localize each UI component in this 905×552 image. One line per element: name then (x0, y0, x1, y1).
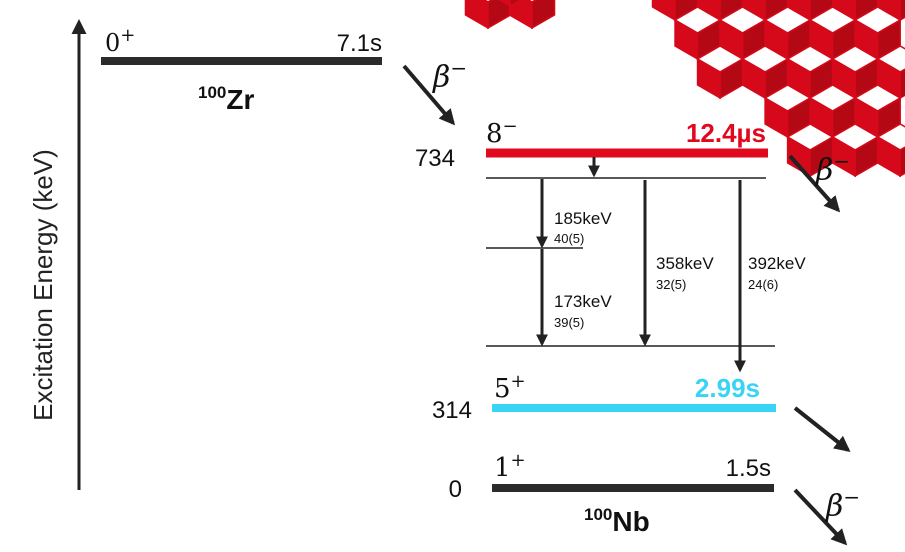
beta-sign: − (843, 485, 860, 509)
beta-label-isomer: β− (815, 149, 850, 188)
level-314-halflife: 2.99s (695, 373, 760, 403)
parent-halflife: 7.1s (337, 30, 382, 57)
beta-label-parent: β− (432, 56, 467, 95)
gamma-358-energy: 358keV (656, 254, 714, 273)
level-734-spin: 8 (486, 119, 503, 149)
parent-nucleus-label: 100Zr (198, 83, 254, 115)
level-0-parity: + (511, 450, 526, 471)
decorative-cube-pattern (464, 0, 905, 178)
beta-decay-arrow-ground (793, 488, 848, 546)
daughter-mass-number: 100 (584, 505, 612, 524)
decorative-cube-face (464, 0, 489, 30)
decorative-cube-face (899, 68, 905, 100)
gamma-185-intensity: 40(5) (554, 231, 584, 246)
parent-mass-number: 100 (198, 83, 226, 102)
beta-decay-arrow-isomer (788, 154, 841, 213)
beta-sign: − (833, 149, 850, 173)
level-314-spin: 5 (494, 374, 511, 404)
daughter-nucleus-label: 100Nb (584, 505, 650, 537)
beta-symbol: β (815, 153, 833, 188)
level-734-halflife: 12.4µs (686, 118, 766, 148)
daughter-symbol: Nb (612, 506, 649, 537)
gamma-173-energy: 173keV (554, 292, 612, 311)
decorative-cube-face (509, 0, 522, 8)
decorative-cube-face (531, 0, 556, 30)
gamma-185-energy: 185keV (554, 209, 612, 228)
level-0-spin-label: 1+ (494, 450, 526, 483)
parent-spin: 0 (105, 29, 120, 57)
level-314-energy: 314 (432, 397, 472, 424)
decorative-cube-face (651, 0, 676, 22)
gamma-358-intensity: 32(5) (656, 277, 686, 292)
gamma-173-intensity: 39(5) (554, 315, 584, 330)
decorative-cube-face (899, 0, 905, 22)
gamma-392-energy: 392keV (748, 254, 806, 273)
beta-symbol: β (432, 60, 450, 95)
axis-label: Excitation Energy (keV) (28, 149, 58, 421)
beta-symbol: β (825, 489, 843, 524)
level-734-spin-label: 8− (486, 116, 518, 149)
level-734-parity: − (503, 116, 518, 137)
beta-sign: − (450, 56, 467, 80)
parent-spin-label: 0+ (105, 25, 135, 57)
level-314-spin-label: 5+ (494, 371, 526, 404)
beta-decay-arrow-parent (402, 64, 456, 126)
level-0-energy: 0 (449, 476, 462, 503)
level-734-energy: 734 (415, 145, 455, 172)
gamma-392-intensity: 24(6) (748, 277, 778, 292)
level-314-parity: + (511, 371, 526, 392)
decorative-cube-face (899, 146, 905, 178)
level-0-halflife: 1.5s (726, 455, 771, 482)
parent-symbol: Zr (226, 84, 254, 115)
beta-decay-arrow-314 (793, 406, 851, 452)
beta-label-ground: β− (825, 485, 860, 524)
level-0-spin: 1 (494, 453, 511, 483)
parent-parity: + (120, 25, 135, 46)
